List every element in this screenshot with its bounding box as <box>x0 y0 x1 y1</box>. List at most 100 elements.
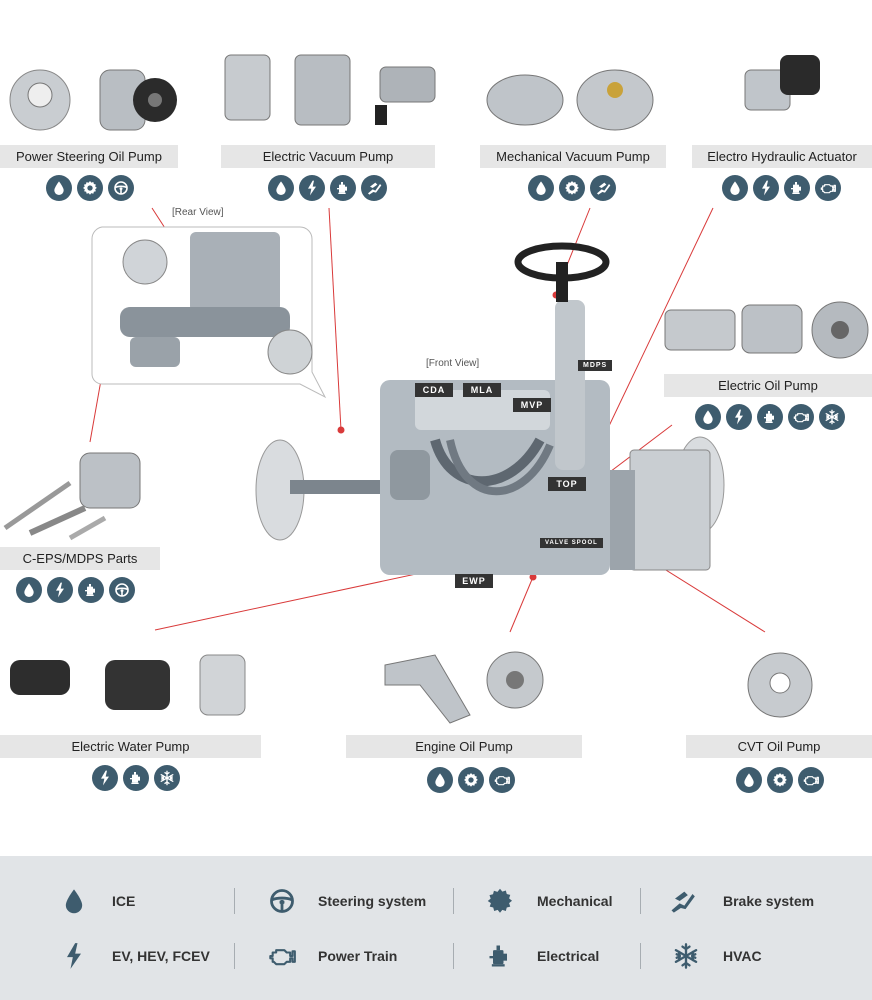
label-cvt-oil-pump: CVT Oil Pump <box>686 735 872 758</box>
brake-icon <box>361 175 387 201</box>
legend-divider <box>453 943 454 969</box>
electrical-icon <box>330 175 356 201</box>
ice-icon <box>60 887 88 915</box>
icons-electric-oil <box>695 404 845 430</box>
legend-panel: ICE Steering system Mechanical Brake sys… <box>0 856 872 1000</box>
legend-hvac: HVAC <box>672 942 762 970</box>
legend-ice-label: ICE <box>112 893 136 909</box>
steering-wheel-icon <box>268 887 296 915</box>
legend-powertrain: Power Train <box>266 942 397 970</box>
callout-top: TOP <box>548 477 586 491</box>
icons-electro-hydraulic <box>722 175 841 201</box>
electro-hydraulic-actuator-image <box>744 55 820 111</box>
mechanical-icon <box>77 175 103 201</box>
legend-hvac-label: HVAC <box>723 948 762 964</box>
legend-divider <box>453 888 454 914</box>
electric-oil-pump-image <box>664 301 869 359</box>
ev-bolt-icon <box>299 175 325 201</box>
legend-mechanical-label: Mechanical <box>537 893 613 909</box>
icons-electric-water <box>92 765 180 791</box>
electrical-icon <box>784 175 810 201</box>
mechanical-icon <box>486 887 514 915</box>
legend-divider <box>234 888 235 914</box>
label-electric-oil-pump: Electric Oil Pump <box>664 374 872 397</box>
engine-assembly-image <box>255 242 725 575</box>
legend-mechanical: Mechanical <box>486 887 612 915</box>
icons-engine-oil <box>427 767 515 793</box>
power-train-icon <box>788 404 814 430</box>
icons-power-steering <box>46 175 134 201</box>
power-train-icon <box>489 767 515 793</box>
power-steering-pump-image <box>9 69 177 131</box>
electric-vacuum-pump-image <box>224 54 436 126</box>
cvt-oil-pump-image <box>747 652 813 718</box>
legend-brake: Brake system <box>668 887 814 915</box>
icons-mechanical-vacuum <box>528 175 616 201</box>
legend-electrical-label: Electrical <box>537 948 600 964</box>
hvac-snowflake-icon <box>154 765 180 791</box>
mechanical-icon <box>559 175 585 201</box>
brake-icon <box>590 175 616 201</box>
legend-ev: EV, HEV, FCEV <box>60 942 210 970</box>
callout-cda: CDA <box>415 383 453 397</box>
mechanical-vacuum-pump-image <box>486 69 654 131</box>
ice-icon <box>736 767 762 793</box>
ice-icon <box>268 175 294 201</box>
icons-cvt-oil <box>736 767 824 793</box>
callout-ewp: EWP <box>455 574 493 588</box>
ev-bolt-icon <box>726 404 752 430</box>
electrical-icon <box>757 404 783 430</box>
steering-wheel-icon <box>108 175 134 201</box>
legend-divider <box>640 888 641 914</box>
legend-powertrain-label: Power Train <box>318 948 398 964</box>
ice-icon <box>528 175 554 201</box>
ice-icon <box>16 577 42 603</box>
callout-mla: MLA <box>463 383 501 397</box>
hvac-snowflake-icon <box>672 942 700 970</box>
electrical-icon <box>123 765 149 791</box>
callout-mdps: MDPS <box>578 360 613 371</box>
steering-wheel-icon <box>109 577 135 603</box>
power-train-icon <box>798 767 824 793</box>
hvac-snowflake-icon <box>819 404 845 430</box>
rear-view-label: [Rear View] <box>172 207 224 218</box>
label-electric-water-pump: Electric Water Pump <box>0 735 261 758</box>
legend-electrical: Electrical <box>486 942 599 970</box>
label-electric-vacuum-pump: Electric Vacuum Pump <box>221 145 435 168</box>
ev-bolt-icon <box>47 577 73 603</box>
ice-icon <box>427 767 453 793</box>
ice-icon <box>46 175 72 201</box>
legend-ice: ICE <box>60 887 135 915</box>
front-view-label: [Front View] <box>426 358 480 369</box>
ev-bolt-icon <box>753 175 779 201</box>
label-mechanical-vacuum-pump: Mechanical Vacuum Pump <box>480 145 666 168</box>
legend-steering: Steering system <box>268 887 426 915</box>
electrical-icon <box>78 577 104 603</box>
mechanical-icon <box>767 767 793 793</box>
electric-water-pump-image <box>10 654 246 716</box>
label-power-steering-oil-pump: Power Steering Oil Pump <box>0 145 178 168</box>
power-train-icon <box>815 175 841 201</box>
callout-mvp: MVP <box>513 398 551 412</box>
legend-ev-label: EV, HEV, FCEV <box>112 948 210 964</box>
icons-electric-vacuum <box>268 175 387 201</box>
ice-icon <box>695 404 721 430</box>
power-train-icon <box>266 942 298 970</box>
legend-divider <box>640 943 641 969</box>
engine-oil-pump-image <box>384 651 544 724</box>
callout-valve-spool: VALVE SPOOL <box>540 538 603 548</box>
brake-icon <box>668 887 696 915</box>
label-engine-oil-pump: Engine Oil Pump <box>346 735 582 758</box>
rear-view-inset <box>91 226 327 399</box>
ev-bolt-icon <box>60 942 88 970</box>
electrical-icon <box>486 942 514 970</box>
icons-ceps-mdps <box>16 577 135 603</box>
mechanical-icon <box>458 767 484 793</box>
legend-steering-label: Steering system <box>318 893 427 909</box>
legend-divider <box>234 943 235 969</box>
label-ceps-mdps-parts: C-EPS/MDPS Parts <box>0 547 160 570</box>
ev-bolt-icon <box>92 765 118 791</box>
legend-brake-label: Brake system <box>723 893 815 909</box>
label-electro-hydraulic-actuator: Electro Hydraulic Actuator <box>692 145 872 168</box>
ice-icon <box>722 175 748 201</box>
